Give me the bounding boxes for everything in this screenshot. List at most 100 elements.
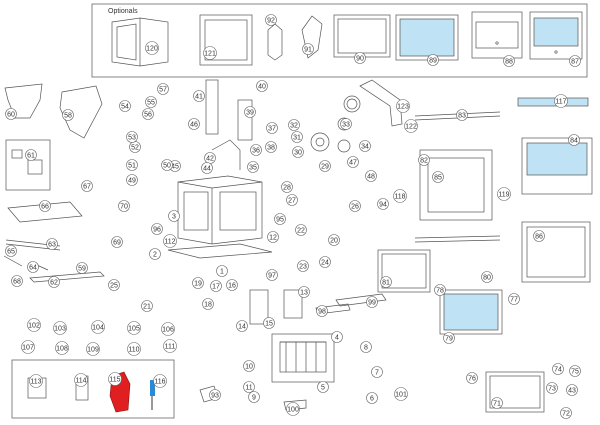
callout-number: 81 — [382, 279, 390, 286]
callout-number: 57 — [159, 86, 167, 93]
part-drawing-door-88 — [471, 11, 523, 59]
callout-89: 89 — [427, 54, 439, 66]
callout-number: 1 — [220, 268, 224, 275]
callout-number: 86 — [535, 233, 543, 240]
callout-99: 99 — [366, 296, 378, 308]
callout-76: 76 — [466, 372, 478, 384]
callout-20: 20 — [328, 234, 340, 246]
callout-circle — [291, 131, 303, 143]
callout-103: 103 — [53, 321, 67, 335]
callout-number: 39 — [246, 109, 254, 116]
callout-14: 14 — [236, 320, 248, 332]
callout-number: 91 — [304, 46, 312, 53]
callout-circle — [503, 55, 515, 67]
callout-25: 25 — [108, 279, 120, 291]
callout-number: 53 — [128, 134, 136, 141]
callout-number: 123 — [397, 103, 409, 110]
callout-93: 93 — [209, 389, 221, 401]
callout-number: 52 — [131, 144, 139, 151]
callout-number: 3 — [172, 213, 176, 220]
callout-61: 61 — [25, 149, 37, 161]
callout-circle — [365, 170, 377, 182]
callout-number: 70 — [120, 203, 128, 210]
callout-circle — [163, 234, 177, 248]
callout-circle — [86, 342, 100, 356]
callout-104: 104 — [91, 320, 105, 334]
callout-number: 40 — [258, 83, 266, 90]
callout-number: 118 — [394, 193, 405, 200]
callout-circle — [76, 262, 88, 274]
callout-58: 58 — [62, 109, 74, 121]
callout-circle — [265, 14, 277, 26]
callout-number: 65 — [7, 248, 15, 255]
optionals-box: Optionals — [91, 3, 588, 78]
callout-circle — [25, 149, 37, 161]
callout-number: 94 — [379, 201, 387, 208]
callout-65: 65 — [5, 245, 17, 257]
callout-number: 56 — [144, 111, 152, 118]
callout-number: 42 — [206, 155, 214, 162]
callout-number: 109 — [87, 346, 99, 353]
callout-circle — [554, 94, 568, 108]
callout-circle — [317, 381, 329, 393]
callout-circle — [118, 200, 130, 212]
callout-circle — [298, 286, 310, 298]
callout-98: 98 — [316, 305, 328, 317]
callout-66: 66 — [39, 200, 51, 212]
callout-circle — [552, 363, 564, 375]
callout-circle — [21, 340, 35, 354]
callout-circle — [5, 245, 17, 257]
callout-circle — [142, 108, 154, 120]
optionals-label: Optionals — [108, 8, 138, 15]
callout-106: 106 — [161, 322, 175, 336]
callout-59: 59 — [76, 262, 88, 274]
part-drawing-glass-door-89 — [395, 14, 459, 61]
callout-circle — [39, 200, 51, 212]
callout-number: 55 — [147, 99, 155, 106]
callout-circle — [48, 276, 60, 288]
callout-number: 33 — [342, 121, 350, 128]
callout-101: 101 — [394, 387, 408, 401]
callout-18: 18 — [202, 298, 214, 310]
callout-circle — [244, 106, 256, 118]
callout-number: 104 — [92, 324, 104, 331]
callout-circle — [286, 402, 300, 416]
callout-number: 73 — [548, 385, 556, 392]
callout-circle — [404, 119, 418, 133]
callout-22: 22 — [295, 224, 307, 236]
callout-75: 75 — [569, 365, 581, 377]
callout-number: 26 — [351, 203, 359, 210]
callout-number: 28 — [283, 184, 291, 191]
callout-67: 67 — [81, 180, 93, 192]
callout-11: 11 — [243, 381, 255, 393]
callout-33: 33 — [340, 118, 352, 130]
callout-15: 15 — [263, 317, 275, 329]
callout-number: 51 — [128, 162, 136, 169]
callout-46: 46 — [188, 118, 200, 130]
callout-circle — [250, 144, 262, 156]
callout-114: 114 — [74, 373, 88, 387]
callout-82: 82 — [418, 154, 430, 166]
callout-54: 54 — [119, 100, 131, 112]
callout-number: 6 — [370, 395, 374, 402]
callout-number: 9 — [252, 394, 256, 401]
callout-34: 34 — [359, 140, 371, 152]
callout-circle — [340, 118, 352, 130]
callout-circle — [319, 256, 331, 268]
callout-circle — [266, 122, 278, 134]
callout-circle — [161, 322, 175, 336]
callout-number: 21 — [143, 303, 151, 310]
callout-circle — [366, 392, 378, 404]
callout-circle — [127, 321, 141, 335]
callout-115: 115 — [108, 372, 122, 386]
callout-circle — [491, 397, 503, 409]
callout-circle — [328, 234, 340, 246]
callout-circle — [569, 365, 581, 377]
callout-number: 61 — [27, 152, 35, 159]
callout-number: 114 — [75, 377, 86, 384]
callout-circle — [331, 331, 343, 343]
callout-circle — [394, 387, 408, 401]
callout-circle — [201, 162, 213, 174]
callout-113: 113 — [29, 374, 43, 388]
callout-51: 51 — [126, 159, 138, 171]
